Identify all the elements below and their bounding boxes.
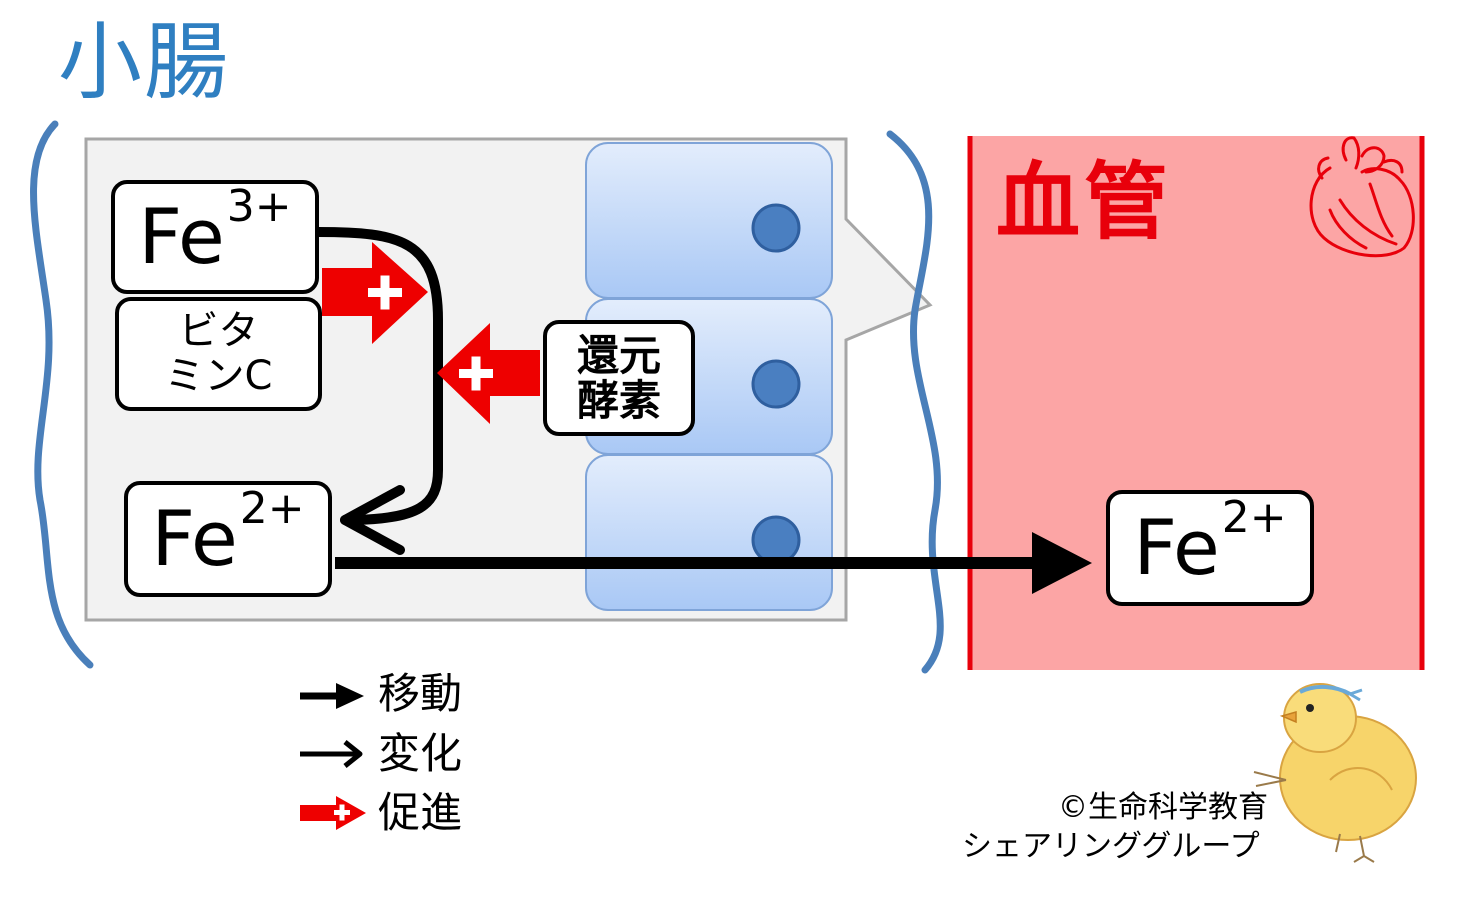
heart-icon xyxy=(1309,136,1415,258)
reducing-enzyme-box: 還元 酵素 xyxy=(543,320,695,436)
legend-promote-arrow-icon xyxy=(300,796,366,830)
promote-arrow-vitamin-c xyxy=(322,242,428,344)
intestinal-cell-3 xyxy=(585,454,833,611)
vitamin-c-line2: ミンC xyxy=(164,353,273,399)
enzyme-line2: 酵素 xyxy=(576,376,661,425)
small-intestine-title: 小腸 xyxy=(58,13,231,111)
fe2-blood-charge: 2+ xyxy=(1221,492,1287,543)
legend-move-arrow-icon xyxy=(300,683,364,709)
fe3-charge: 3+ xyxy=(226,181,292,232)
enzyme-line1: 還元 xyxy=(576,330,661,380)
cell-nucleus xyxy=(751,515,801,565)
plus-icon xyxy=(459,356,493,391)
legend-promote-label: 促進 xyxy=(378,788,463,837)
credit-line1: ©生命科学教育 xyxy=(1058,790,1268,825)
legend-change: 変化 xyxy=(372,733,462,775)
legend-change-label: 変化 xyxy=(378,729,463,778)
change-arrow-fe3-to-fe2 xyxy=(313,227,443,525)
fe2-intestine-symbol: Fe xyxy=(151,494,238,583)
legend-move-label: 移動 xyxy=(378,669,463,718)
intestinal-cell-1 xyxy=(585,142,833,299)
fe3-symbol: Fe xyxy=(138,192,225,281)
legend-move: 移動 xyxy=(372,673,462,715)
change-arrowhead xyxy=(340,485,405,555)
legend-change-arrow-icon xyxy=(300,740,363,768)
legend-promote: 促進 xyxy=(372,792,462,834)
fe2-blood-symbol: Fe xyxy=(1133,503,1220,592)
vitamin-c-box: ビタ ミンC xyxy=(115,297,322,411)
credit-line2: シェアリンググループ xyxy=(962,829,1260,864)
chick-mascot-icon xyxy=(1253,683,1417,863)
plus-icon xyxy=(368,275,402,310)
promote-arrow-enzyme xyxy=(437,323,540,424)
vitamin-c-line1: ビタ xyxy=(178,308,259,355)
left-brace xyxy=(30,120,94,669)
right-brace xyxy=(886,130,944,674)
cell-nucleus xyxy=(751,203,801,253)
move-arrowhead xyxy=(1032,532,1092,594)
cell-nucleus xyxy=(751,359,801,409)
fe2-intestine-charge: 2+ xyxy=(239,483,305,534)
blood-vessel-title: 血管 xyxy=(996,153,1173,251)
